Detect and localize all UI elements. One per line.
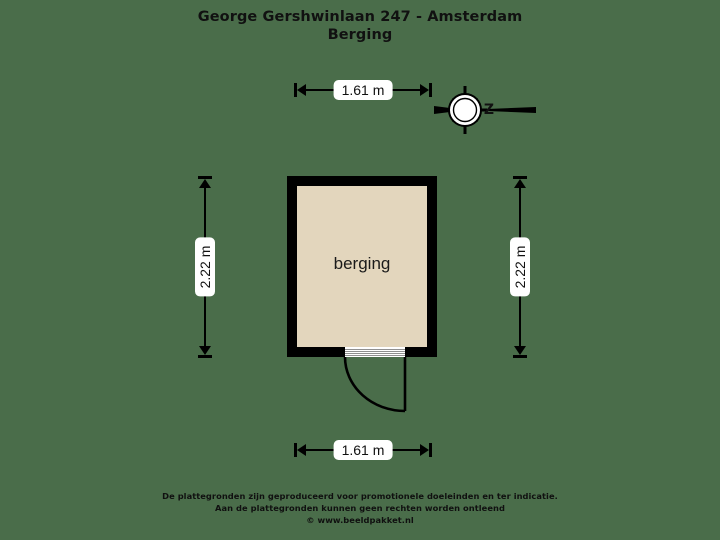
room-label-berging: berging — [333, 254, 391, 273]
door-sill-line — [345, 349, 405, 350]
arrow-left-icon — [297, 444, 306, 456]
arrow-left-icon — [297, 84, 306, 96]
arrow-down-icon — [199, 346, 211, 355]
title-line-address: George Gershwinlaan 247 - Amsterdam — [197, 9, 523, 25]
room-berging: berging — [287, 176, 437, 357]
dimension-cap-left — [294, 443, 297, 457]
room-interior: berging — [297, 186, 427, 347]
dimension-bottom-width: 1.61 m — [294, 440, 432, 460]
door-sill-line — [345, 351, 405, 352]
dimension-top-width: 1.61 m — [294, 80, 432, 100]
arrow-right-icon — [420, 84, 429, 96]
page-title: George Gershwinlaan 247 - Amsterdam Berg… — [0, 8, 720, 44]
footer-line-copyright: © www.beeldpakket.nl — [306, 515, 414, 525]
arrow-up-icon — [514, 179, 526, 188]
arrow-down-icon — [514, 346, 526, 355]
dimension-cap-bottom — [198, 355, 212, 358]
dimension-bottom-label: 1.61 m — [333, 440, 393, 460]
dimension-cap-top — [198, 176, 212, 179]
arrow-up-icon — [199, 179, 211, 188]
footer-line-2: Aan de plattegronden kunnen geen rechten… — [215, 503, 505, 513]
title-line-subject: Berging — [327, 27, 393, 43]
dimension-top-label: 1.61 m — [333, 80, 393, 100]
door-opening — [343, 347, 407, 357]
dimension-right-label: 2.22 m — [510, 237, 530, 297]
arrow-right-icon — [420, 444, 429, 456]
footer-disclaimer: De plattegronden zijn geproduceerd voor … — [0, 490, 720, 526]
dimension-cap-bottom — [513, 355, 527, 358]
footer-line-1: De plattegronden zijn geproduceerd voor … — [162, 491, 558, 501]
door-swing-arc — [343, 357, 407, 413]
dimension-cap-right — [429, 83, 432, 97]
door-sill-line — [345, 355, 405, 356]
dimension-left-height: 2.22 m — [195, 176, 215, 358]
dimension-cap-left — [294, 83, 297, 97]
dimension-cap-right — [429, 443, 432, 457]
dimension-left-label: 2.22 m — [195, 237, 215, 297]
dimension-cap-top — [513, 176, 527, 179]
dimension-right-height: 2.22 m — [510, 176, 530, 358]
door-sill-line — [345, 353, 405, 354]
compass-rose-icon: Z — [432, 83, 544, 137]
